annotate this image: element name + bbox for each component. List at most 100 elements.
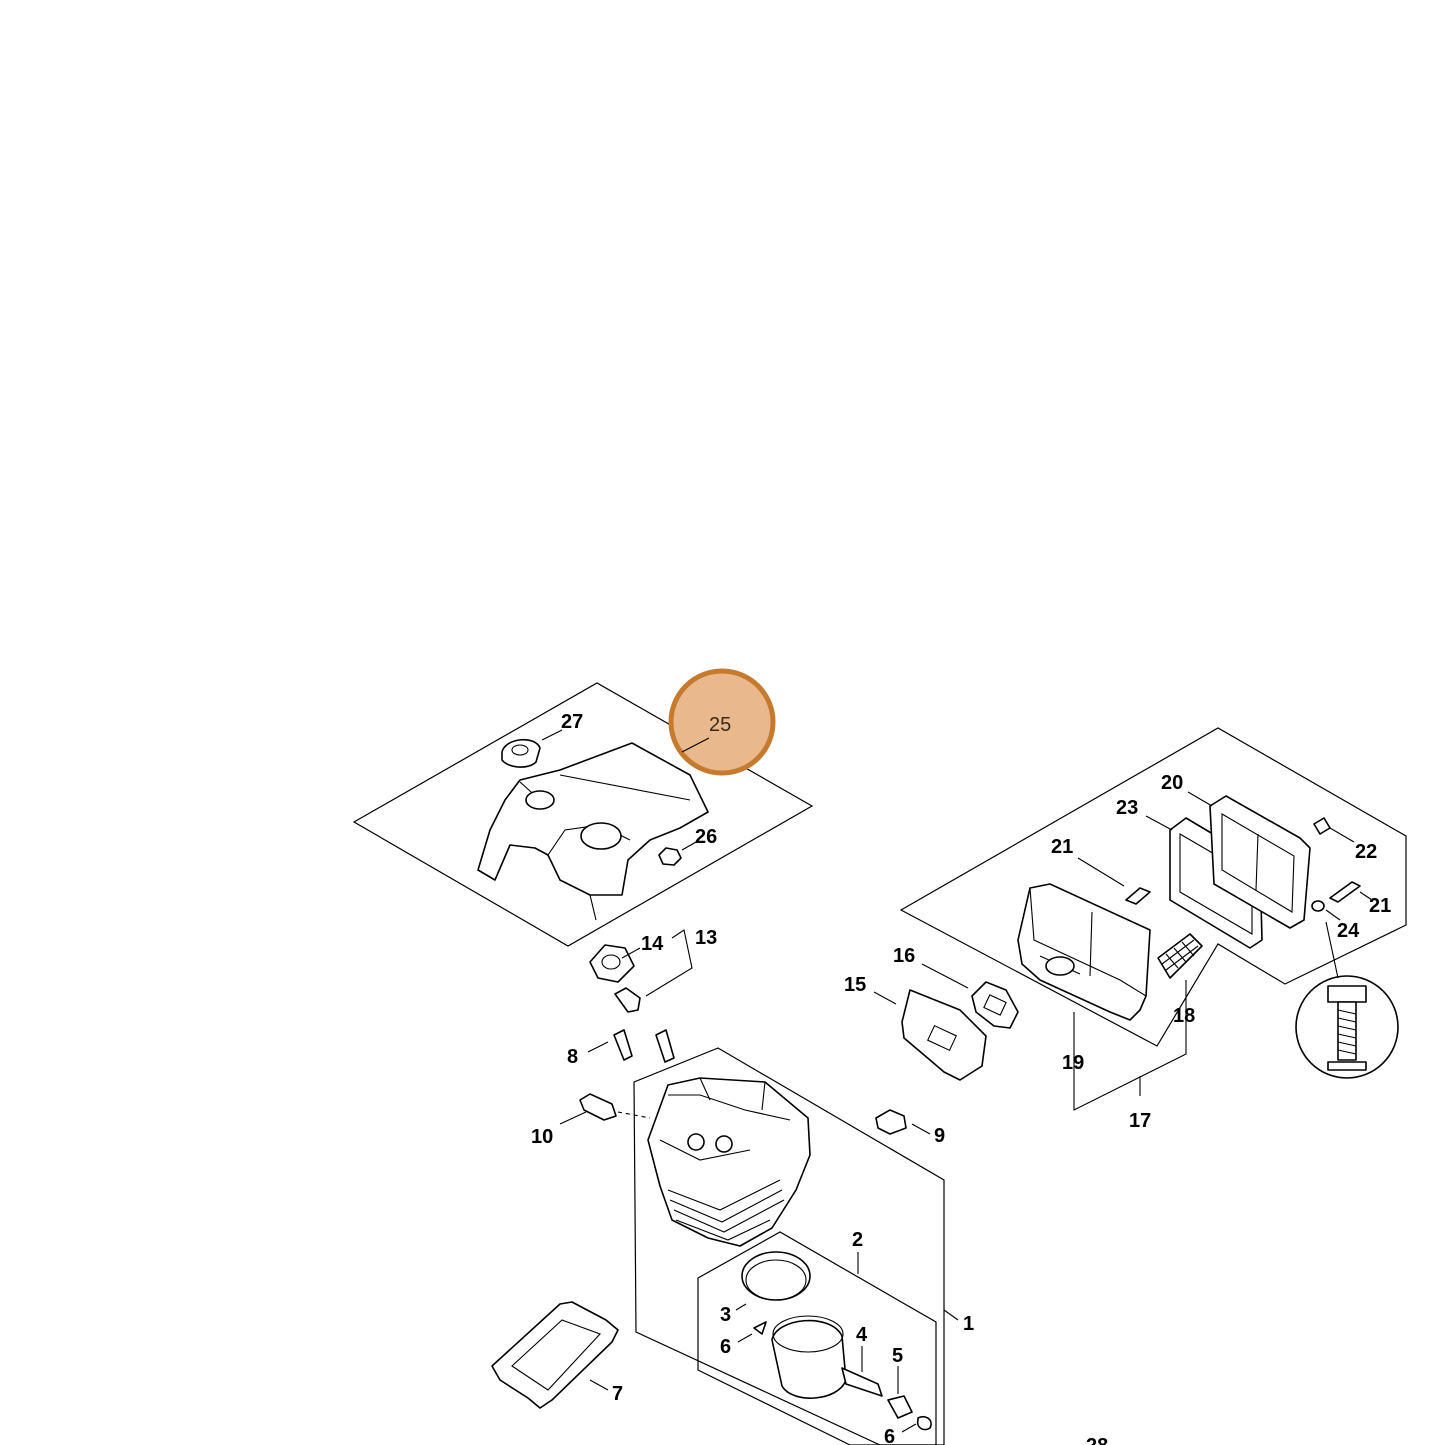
- spark-screen-18[interactable]: [1157, 933, 1203, 979]
- detail-bolt-thread: [1337, 1009, 1357, 1055]
- screw-21b[interactable]: [1329, 881, 1361, 903]
- callout-16[interactable]: 16: [893, 945, 915, 967]
- leader-21a: [1077, 857, 1125, 887]
- muffler-19[interactable]: [1017, 883, 1151, 1021]
- gasket-group-7: 7: [491, 1301, 623, 1409]
- callout-18[interactable]: 18: [1173, 1005, 1195, 1027]
- shroud-hole: [580, 822, 622, 850]
- callout-21b[interactable]: 21: [1369, 895, 1391, 917]
- screw-22[interactable]: [1313, 817, 1331, 835]
- callout-9[interactable]: 9: [934, 1125, 945, 1147]
- valve-9[interactable]: [875, 1109, 907, 1135]
- callout-13[interactable]: 13: [695, 927, 717, 949]
- screw-8b[interactable]: [655, 1029, 675, 1063]
- piston-pin[interactable]: [841, 1367, 883, 1397]
- leader-6b: [901, 1423, 917, 1433]
- circlip-6b[interactable]: [916, 1415, 932, 1431]
- callout-25[interactable]: 25: [709, 714, 731, 736]
- leader-23: [1145, 815, 1173, 831]
- detail-washer: [1327, 1061, 1367, 1071]
- leader-20: [1187, 791, 1213, 807]
- gasket-7[interactable]: [491, 1301, 619, 1409]
- cylinder-port-b: [715, 1135, 733, 1153]
- callout-19[interactable]: 19: [1062, 1052, 1084, 1074]
- nut-26[interactable]: [658, 847, 682, 866]
- muffler-plate-group: 15 16: [844, 945, 1019, 1081]
- callout-6b[interactable]: 6: [884, 1426, 895, 1445]
- callout-6a[interactable]: 6: [720, 1336, 731, 1358]
- gasket-7-inner: [511, 1319, 601, 1391]
- leader-6a: [737, 1333, 753, 1343]
- grommet-27[interactable]: [501, 739, 541, 768]
- cylinder-port-a: [687, 1133, 705, 1151]
- callout-20[interactable]: 20: [1161, 772, 1183, 794]
- leader-8: [587, 1041, 609, 1053]
- callout-24[interactable]: 24: [1337, 920, 1360, 942]
- callout-3[interactable]: 3: [720, 1304, 731, 1326]
- piston-ring-3-inner: [745, 1259, 807, 1301]
- callout-17[interactable]: 17: [1129, 1110, 1151, 1132]
- gasket-16[interactable]: [971, 981, 1019, 1029]
- leader-10: [559, 1111, 587, 1125]
- leader-21b: [1359, 891, 1373, 901]
- callout-22[interactable]: 22: [1355, 841, 1377, 863]
- callout-8[interactable]: 8: [567, 1046, 578, 1068]
- plate-15[interactable]: [901, 989, 987, 1081]
- piston-4[interactable]: [771, 1319, 847, 1399]
- cylinder[interactable]: [647, 1077, 811, 1247]
- muffler-outlet: [1045, 956, 1075, 976]
- spark-plug-group: 10: [531, 1093, 651, 1148]
- intake-flange-group: 14 13: [589, 927, 717, 1013]
- highlight-circle: [668, 668, 776, 776]
- callout-28[interactable]: 28: [1086, 1435, 1108, 1445]
- shroud-group-frame: [352, 682, 814, 947]
- plate-13[interactable]: [614, 987, 641, 1013]
- leader-9: [911, 1123, 931, 1135]
- leader-7: [589, 1379, 609, 1391]
- leader-16: [921, 963, 969, 989]
- screw-group-8: 8: [567, 1029, 675, 1068]
- screw-21a[interactable]: [1125, 887, 1151, 905]
- grommet-27-hole: [511, 744, 529, 756]
- leader-15: [873, 991, 897, 1005]
- highlight-25[interactable]: 25: [668, 668, 776, 776]
- piston-4-top: [772, 1315, 844, 1353]
- detail-bolt-head: [1327, 985, 1367, 1003]
- callout-5[interactable]: 5: [892, 1345, 903, 1367]
- shroud-tail: [589, 894, 597, 921]
- leader-27: [541, 729, 563, 741]
- callout-21a[interactable]: 21: [1051, 836, 1073, 858]
- leader-14: [621, 947, 641, 959]
- cover-20[interactable]: [1209, 795, 1311, 929]
- plate-15-window: [927, 1024, 957, 1052]
- spark-plug-10[interactable]: [579, 1093, 617, 1121]
- shroud-port: [525, 790, 555, 810]
- cylinder-head-detail: [659, 1077, 791, 1161]
- callout-27[interactable]: 27: [561, 711, 583, 733]
- callout-15[interactable]: 15: [844, 974, 866, 996]
- cylinder-fins: [667, 1179, 785, 1241]
- callout-26[interactable]: 26: [695, 826, 717, 848]
- spark-screen-mesh: [1161, 939, 1199, 971]
- callout-4[interactable]: 4: [856, 1324, 868, 1346]
- callout-10[interactable]: 10: [531, 1126, 553, 1148]
- callout-2[interactable]: 2: [852, 1229, 863, 1251]
- flange-14[interactable]: [589, 944, 635, 983]
- leader-25: [681, 737, 710, 753]
- callout-14[interactable]: 14: [641, 933, 664, 955]
- leader-26: [681, 841, 697, 851]
- screw-8a[interactable]: [613, 1029, 633, 1061]
- callout-7[interactable]: 7: [612, 1383, 623, 1405]
- leader-3: [735, 1303, 747, 1311]
- callout-23[interactable]: 23: [1116, 797, 1138, 819]
- piston-group: 2 3 6 4 5 6: [697, 1229, 937, 1445]
- bearing-5[interactable]: [887, 1395, 913, 1419]
- callout-1[interactable]: 1: [963, 1313, 974, 1335]
- bracket-13: [645, 929, 693, 997]
- washer-24[interactable]: [1311, 900, 1325, 912]
- circlip-6a[interactable]: [753, 1321, 767, 1335]
- flange-14-hole: [601, 954, 621, 970]
- leader-detail: [1325, 921, 1339, 979]
- leader-24: [1325, 909, 1341, 921]
